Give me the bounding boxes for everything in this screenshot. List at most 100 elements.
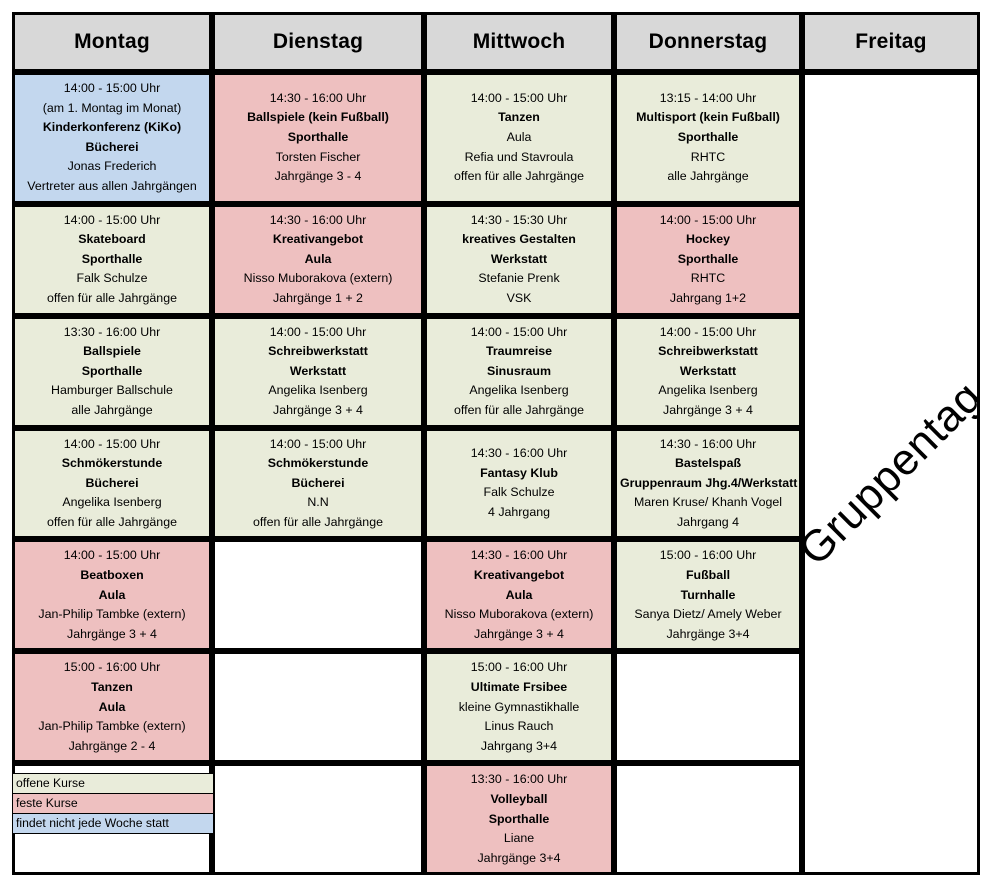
course-line: Aula	[304, 251, 332, 266]
course-line: 13:15 - 14:00 Uhr	[659, 90, 757, 105]
weekly-schedule-table: Montag Dienstag Mittwoch Donnerstag Frei…	[12, 12, 980, 875]
course-line: 14:30 - 16:00 Uhr	[269, 212, 367, 227]
course-line: kreatives Gestalten	[462, 232, 576, 247]
course-line: Nisso Muborakova (extern)	[444, 607, 594, 622]
course-line: Turnhalle	[680, 587, 736, 602]
course-line: Torsten Fischer	[275, 149, 361, 164]
course-line: Hockey	[685, 232, 731, 247]
course-cell[interactable]: 14:00 - 15:00 Uhr(am 1. Montag im Monat)…	[12, 72, 212, 204]
course-line: 14:00 - 15:00 Uhr	[63, 548, 161, 563]
course-line: offen für alle Jahrgänge	[253, 514, 383, 529]
course-line: Jahrgänge 1 + 2	[273, 290, 363, 305]
legend-row: feste Kurse	[12, 793, 214, 814]
table-header-row: Montag Dienstag Mittwoch Donnerstag Frei…	[12, 12, 980, 72]
course-line: 14:30 - 15:30 Uhr	[470, 212, 568, 227]
course-line: offen für alle Jahrgänge	[454, 402, 584, 417]
course-line: Aula	[98, 699, 126, 714]
course-line: Bücherei	[85, 475, 139, 490]
course-line: 14:00 - 15:00 Uhr	[269, 324, 367, 339]
course-line: Vertreter aus allen Jahrgängen	[27, 178, 197, 193]
legend-item-fest: feste Kurse	[12, 793, 214, 814]
course-line: Jonas Frederich	[67, 159, 157, 174]
column-header-freitag: Freitag	[802, 12, 980, 72]
course-line: Jahrgänge 3 + 4	[67, 626, 157, 641]
course-line: Multisport (kein Fußball)	[636, 110, 780, 125]
course-line: Angelika Isenberg	[658, 383, 758, 398]
course-line: Ultimate Frsibee	[470, 680, 568, 695]
course-line: offen für alle Jahrgänge	[454, 169, 584, 184]
course-line: 14:00 - 15:00 Uhr	[269, 436, 367, 451]
course-line: Ballspiele	[83, 344, 141, 359]
course-line: Angelika Isenberg	[62, 495, 162, 510]
course-line: Sinusraum	[486, 363, 552, 378]
empty-cell	[614, 763, 802, 875]
course-line: Falk Schulze	[483, 485, 555, 500]
course-line: Tanzen	[91, 680, 133, 695]
course-line: Bastelspaß	[674, 456, 742, 471]
gruppentag-wrapper: Gruppentag	[805, 75, 977, 872]
course-line: 14:00 - 15:00 Uhr	[63, 212, 161, 227]
course-line: Sporthalle	[488, 811, 550, 826]
course-line: Sporthalle	[287, 129, 349, 144]
course-line: Jahrgänge 3 - 4	[274, 169, 362, 184]
course-line: Skateboard	[78, 232, 146, 247]
freitag-gruppentag-cell[interactable]: Gruppentag	[802, 72, 980, 875]
course-line: Liane	[503, 831, 535, 846]
course-line: N.N	[307, 495, 329, 510]
course-line: offen für alle Jahrgänge	[47, 290, 177, 305]
course-line: Schmökerstunde	[61, 456, 163, 471]
legend-row: findet nicht jede Woche statt	[12, 813, 214, 834]
course-line: 15:00 - 16:00 Uhr	[63, 660, 161, 675]
course-line: 14:00 - 15:00 Uhr	[63, 81, 161, 95]
course-line: Jahrgänge 3+4	[666, 626, 750, 641]
schedule-row: 14:00 - 15:00 Uhr(am 1. Montag im Monat)…	[12, 72, 980, 875]
gruppentag-label: Gruppentag	[805, 372, 977, 575]
course-line: Volleyball	[490, 792, 548, 806]
column-header-dienstag: Dienstag	[212, 12, 424, 72]
course-line: Schmökerstunde	[267, 456, 369, 471]
course-line: 14:00 - 15:00 Uhr	[659, 324, 757, 339]
course-line: Falk Schulze	[76, 271, 148, 286]
empty-cell	[614, 651, 802, 764]
course-line: Gruppenraum Jhg.4/Werkstatt	[620, 475, 798, 490]
course-line: Bücherei	[85, 139, 139, 154]
course-line: 13:30 - 16:00 Uhr	[63, 324, 161, 339]
course-line: 14:30 - 16:00 Uhr	[470, 446, 568, 461]
course-line: Sporthalle	[677, 129, 739, 144]
course-line: Linus Rauch	[484, 719, 554, 734]
course-line: 14:00 - 15:00 Uhr	[470, 324, 568, 339]
empty-cell	[212, 651, 424, 764]
course-line: Jahrgänge 3 + 4	[474, 626, 564, 641]
course-line: offen für alle Jahrgänge	[47, 514, 177, 529]
course-line: RHTC	[690, 271, 726, 286]
course-line: 14:00 - 15:00 Uhr	[63, 436, 161, 451]
course-line: Jahrgänge 3+4	[477, 850, 561, 865]
course-line: Kreativangebot	[272, 232, 364, 247]
course-line: Refia und Stavroula	[464, 149, 574, 164]
